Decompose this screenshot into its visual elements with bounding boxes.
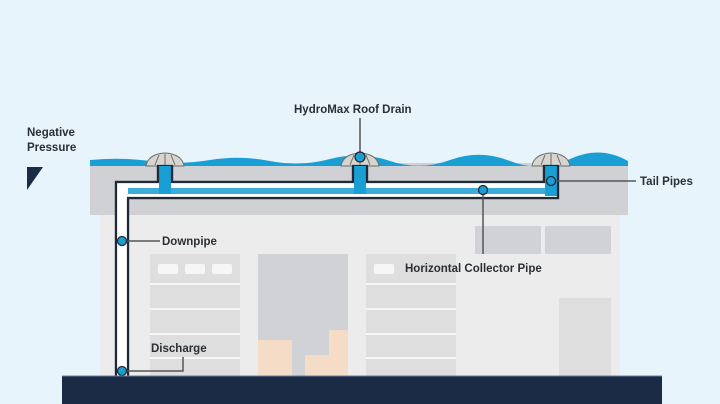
side-door [559,298,611,378]
collector-highlight [128,185,557,187]
window [545,226,611,254]
ground-slab [62,376,662,404]
box-stack [329,330,348,378]
window [475,226,541,254]
roof-drain-dome-icon [531,152,571,167]
shelf-label [212,264,232,274]
marker-roof-drain [354,151,366,163]
label-discharge: Discharge [151,343,207,355]
tail-pipe-water [159,166,171,194]
label-downpipe: Downpipe [162,236,217,248]
box-stack [258,340,292,378]
label-negative-pressure-1: Negative [27,127,75,139]
marker-collector [477,184,489,196]
marker-tail-pipes [545,175,557,187]
label-roof-drain: HydroMax Roof Drain [294,104,412,116]
triangle-pressure-icon [27,167,43,190]
shelf-label [185,264,205,274]
collector-water [128,188,557,194]
shelf-label [374,264,394,274]
shelf-label [158,264,178,274]
box-stack [305,355,329,378]
leader-discharge [122,357,184,372]
label-collector: Horizontal Collector Pipe [405,263,542,275]
label-tail-pipes: Tail Pipes [640,176,693,188]
marker-downpipe [116,235,128,247]
roof-drain-dome-icon [145,152,185,167]
pipe-network [114,164,560,378]
label-negative-pressure-2: Pressure [27,142,76,154]
marker-discharge [116,365,128,377]
tail-pipe-water [354,166,366,194]
